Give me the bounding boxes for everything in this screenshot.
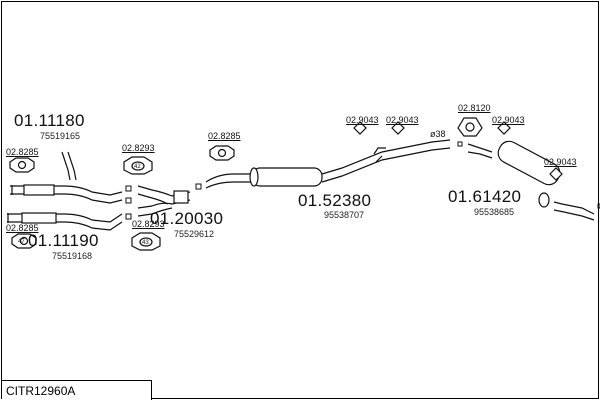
fitting-code-f1: 02.8285 [6, 147, 39, 157]
fitting-code-f4: 02.8285 [6, 223, 39, 233]
fitting-code-f7: 02.9043 [386, 115, 419, 125]
diagram-code-box: CITR12960A [2, 380, 152, 400]
oem-number-middle-muffler: 95538707 [324, 210, 365, 220]
part-number-middle-muffler: 01.52380 [298, 191, 372, 210]
clamp-icon-f3 [209, 145, 235, 161]
hanger-icon-f9 [497, 121, 511, 135]
clamp-number-f5: 43 [142, 240, 149, 246]
clamp-icon-f4 [11, 233, 37, 249]
fitting-code-f8: 02.8120 [458, 103, 491, 113]
clamp-number-f2: 42 [134, 164, 141, 170]
y-pipe [137, 185, 191, 217]
hanger-icon-f7 [391, 121, 405, 135]
part-number-front-pipe-lower: 01.11190 [28, 231, 99, 250]
oem-number-front-pipe-upper: 75519165 [40, 131, 81, 141]
fitting-code-f6: 02.9043 [346, 115, 379, 125]
diagram-code: CITR12960A [6, 384, 76, 398]
pipe-diameter-label: ø38 [430, 129, 446, 139]
fitting-code-f5: 02.8293 [132, 219, 165, 229]
oem-number-y-pipe: 75529612 [174, 229, 215, 239]
part-number-y-pipe: 01.20030 [150, 209, 224, 228]
part-number-rear-silencer: 01.61420 [448, 187, 522, 206]
front-pipe-lower [7, 212, 123, 231]
gasket-icon-f8 [457, 117, 483, 137]
part-number-front-pipe-upper: 01.11180 [14, 111, 85, 130]
oem-number-rear-silencer: 95538685 [474, 207, 515, 217]
fitting-code-f9: 02.9043 [492, 115, 525, 125]
clamp-icon-f2 [123, 156, 153, 175]
oem-number-front-pipe-lower: 75519168 [52, 251, 93, 261]
clamp-number-f4: 47 [18, 239, 25, 245]
hanger-icon-f10 [549, 167, 563, 181]
fitting-code-f10: 02.9043 [544, 157, 577, 167]
front-pipe-upper [10, 151, 123, 204]
fitting-code-f3: 02.8285 [208, 131, 241, 141]
fitting-code-f2: 02.8293 [122, 143, 155, 153]
clamp-icon-f1 [9, 157, 35, 173]
middle-section [205, 139, 451, 189]
rear-silencer [467, 140, 595, 221]
hanger-icon-f6 [353, 121, 367, 135]
clamp-icon-f5 [131, 232, 161, 251]
nut-glyphs [125, 141, 600, 220]
